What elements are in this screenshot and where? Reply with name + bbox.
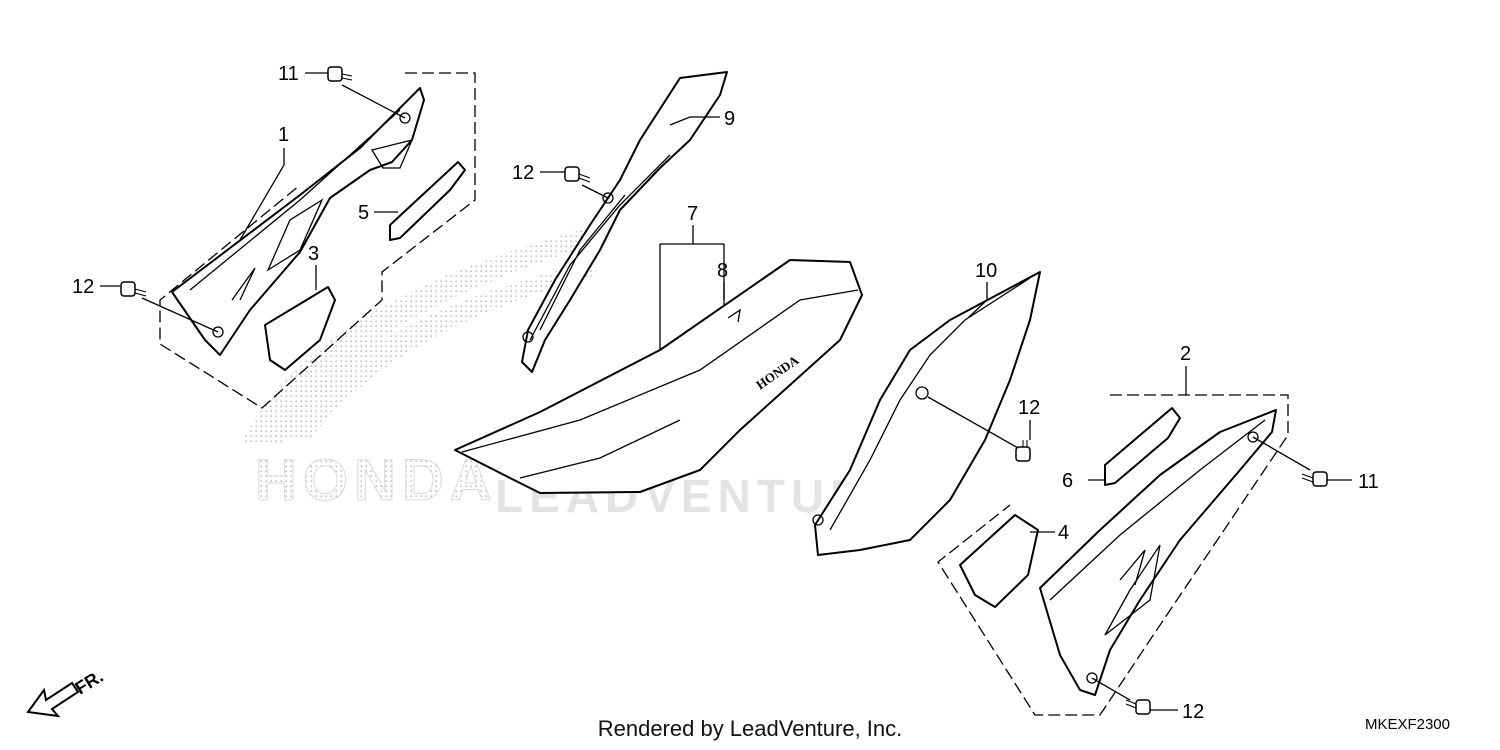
callout-6: 6: [1062, 470, 1073, 492]
diagram-code: MKEXF2300: [1364, 716, 1450, 733]
callout-12-left-lower: 12: [72, 276, 94, 298]
left-side-cover-part-9[interactable]: [521, 71, 728, 373]
callout-3: 3: [308, 243, 319, 265]
callout-8: 8: [717, 260, 728, 282]
right-shroud-part-2[interactable]: [1039, 409, 1277, 696]
bolt-12-right-bottom[interactable]: [1125, 699, 1151, 715]
callout-2: 2: [1180, 343, 1191, 365]
leader-lines: [100, 72, 1352, 711]
direction-arrow-icon: [26, 681, 80, 718]
callout-9: 9: [724, 108, 735, 130]
bolt-12-left-upper[interactable]: [564, 166, 591, 183]
callout-4: 4: [1058, 522, 1069, 544]
right-side-cover-part-10[interactable]: [812, 271, 1041, 556]
assembly-box-right: [937, 394, 1289, 716]
right-pad-part-4[interactable]: [959, 514, 1039, 608]
callout-5: 5: [358, 202, 369, 224]
bolt-12-left-lower[interactable]: [120, 281, 147, 297]
render-credit: Rendered by LeadVenture, Inc.: [597, 716, 903, 741]
callout-11-left: 11: [278, 63, 299, 85]
callout-labels: 11 1 5 3 12 12 9 7 8 10 12 2 6 4 11 12: [72, 63, 1379, 723]
callout-10: 10: [975, 260, 997, 282]
seat-part-7[interactable]: HONDA: [454, 259, 863, 494]
callout-12-center: 12: [1018, 397, 1040, 419]
bolt-12-center[interactable]: [1015, 440, 1031, 462]
callout-12-right-bottom: 12: [1182, 701, 1204, 723]
callout-11-right: 11: [1358, 471, 1379, 493]
callout-1: 1: [278, 124, 289, 146]
front-direction-indicator: FR.: [26, 666, 107, 718]
watermark-brand-text: HONDA: [255, 448, 498, 513]
callout-12-left-upper: 12: [512, 162, 534, 184]
right-strip-part-6[interactable]: [1104, 407, 1181, 486]
left-strip-part-5[interactable]: [389, 161, 466, 241]
left-pad-part-3[interactable]: [264, 286, 336, 371]
bolt-11-left[interactable]: [327, 66, 353, 82]
callout-7: 7: [687, 203, 698, 225]
bolt-11-right[interactable]: [1301, 471, 1328, 487]
left-shroud-part-1[interactable]: [171, 87, 425, 356]
assembly-box-left: [159, 72, 476, 409]
